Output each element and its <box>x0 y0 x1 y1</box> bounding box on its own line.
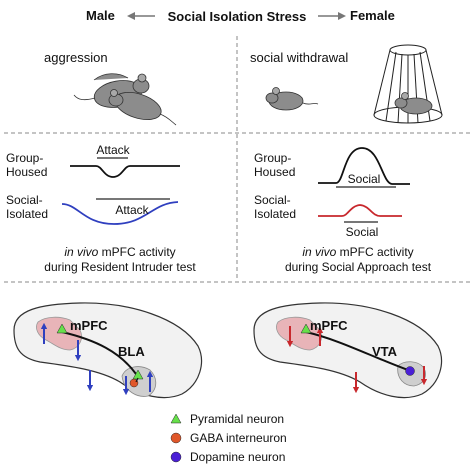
region-bla: BLA <box>118 344 145 359</box>
trace-isolated-female <box>318 204 402 217</box>
trace-isolated-male <box>61 201 179 225</box>
caption-right: in vivo mPFC activity <box>302 245 413 259</box>
header: Male Social Isolation Stress Female <box>86 8 395 24</box>
wire-cage-icon <box>373 44 443 124</box>
caption-right-line2: during Social Approach test <box>285 260 432 274</box>
region-mpfc-left: mPFC <box>70 318 108 333</box>
social-withdrawal-title: social withdrawal <box>250 50 348 65</box>
trace-group-housed-male <box>70 165 180 178</box>
row-label-group-housed-female: Group-Housed <box>254 151 295 179</box>
aggression-title: aggression <box>44 50 108 65</box>
brain-right <box>253 302 443 399</box>
social-label: Social <box>348 172 381 186</box>
mouse-icon <box>265 87 319 111</box>
brain-left <box>13 302 203 399</box>
circle-icon <box>170 432 182 444</box>
legend-dopamine: Dopamine neuron <box>190 450 285 464</box>
social-label-isolated: Social <box>346 225 379 239</box>
trace-group-housed-female <box>318 147 410 185</box>
fighting-mice-icon <box>73 73 177 126</box>
legend: Pyramidal neuron GABA interneuron Dopami… <box>170 412 287 464</box>
row-label-social-isolated: Social-Isolated <box>6 193 48 221</box>
legend-gaba: GABA interneuron <box>190 431 287 445</box>
header-title: Social Isolation Stress <box>168 9 307 24</box>
triangle-icon <box>170 413 182 424</box>
female-label: Female <box>350 8 395 23</box>
caption-left: in vivo mPFC activity <box>64 245 175 259</box>
attack-label-isolated: Attack <box>115 203 149 217</box>
circle-icon <box>170 451 182 463</box>
caption-left-line2: during Resident Intruder test <box>44 260 196 274</box>
male-label: Male <box>86 8 115 23</box>
row-label-social-isolated-female: Social-Isolated <box>254 193 296 221</box>
region-mpfc-right: mPFC <box>310 318 348 333</box>
legend-pyramidal: Pyramidal neuron <box>190 412 284 426</box>
region-vta: VTA <box>372 344 398 359</box>
row-label-group-housed: Group-Housed <box>6 151 47 179</box>
attack-label: Attack <box>96 143 130 157</box>
